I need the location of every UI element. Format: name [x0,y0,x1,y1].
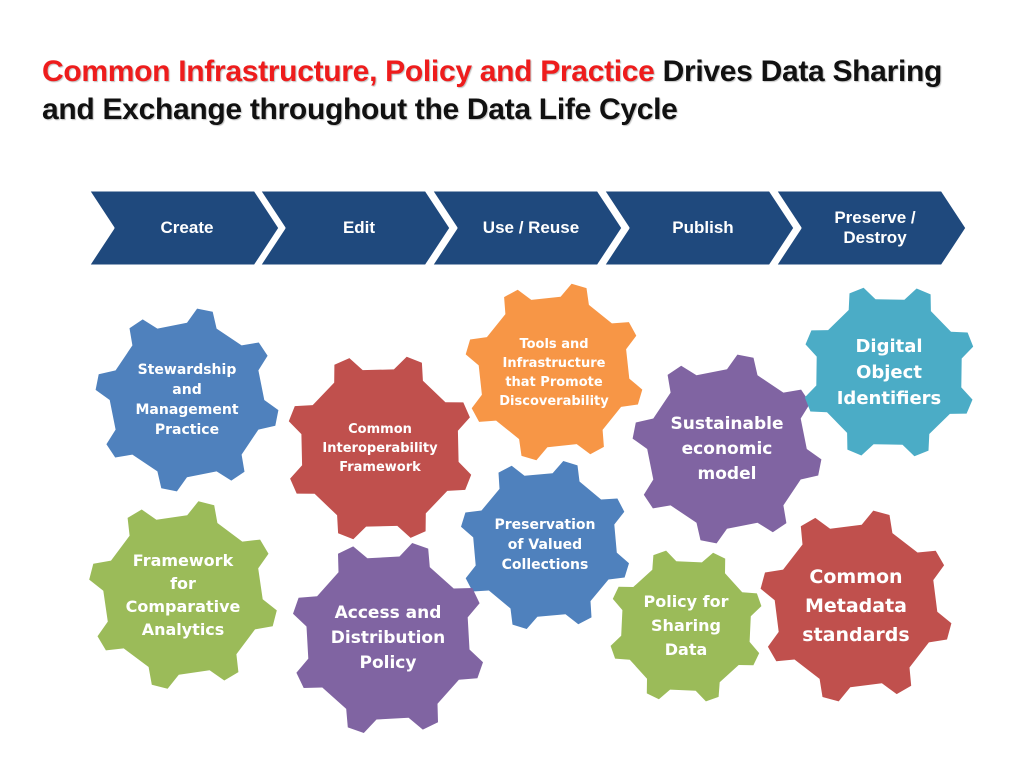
gear-preservation-icon [461,461,629,629]
gear-label-interoperability: Common Interoperability Framework [322,421,438,475]
gear-economic-model-icon [632,354,822,544]
stage-label-preserve-destroy: Preserve / Destroy [834,208,916,247]
gear-stewardship-icon [95,308,279,492]
stage-label-create: Create [160,218,214,237]
gear-analytics-icon [89,501,277,689]
chevron-publish [601,188,797,268]
gear-label-stewardship: Stewardship and Management Practice [135,362,239,438]
slide-title: Common Infrastructure, Policy and Practi… [42,53,1002,129]
gear-discoverability-icon [465,283,643,461]
gear-label-sharing-policy: Policy for Sharing Data [643,592,729,659]
gear-label-preservation: Preservation of Valued Collections [494,517,596,573]
gear-label-analytics: Framework for Comparative Analytics [125,551,241,639]
gear-label-access-policy: Access and Distribution Policy [330,602,446,673]
title-rest: Drives Data Sharing and Exchange through… [42,55,943,126]
stage-label-use-reuse: Use / Reuse [482,218,580,237]
gear-label-economic-model: Sustainable economic model [670,413,784,484]
gear-label-discoverability: Tools and Infrastructure that Promote Di… [499,336,609,409]
stage-label-edit: Edit [342,218,376,237]
gear-label-doi: Digital Object Identifiers [836,336,942,409]
gear-sharing-policy-icon [610,550,762,702]
chevron-create [86,188,282,268]
chevron-preserve-destroy [773,188,969,268]
gear-metadata-icon [760,510,952,702]
lifecycle-process-arrow [86,188,969,268]
chevron-edit [257,188,453,268]
stage-label-publish: Publish [672,218,734,237]
gear-label-metadata: Common Metadata standards [802,565,910,646]
gear-interoperability-icon [288,356,472,540]
chevron-use-reuse [429,188,625,268]
gear-doi-icon [804,287,974,457]
title-highlight: Common Infrastructure, Policy and Practi… [42,55,655,88]
gear-access-policy-icon [293,543,483,733]
